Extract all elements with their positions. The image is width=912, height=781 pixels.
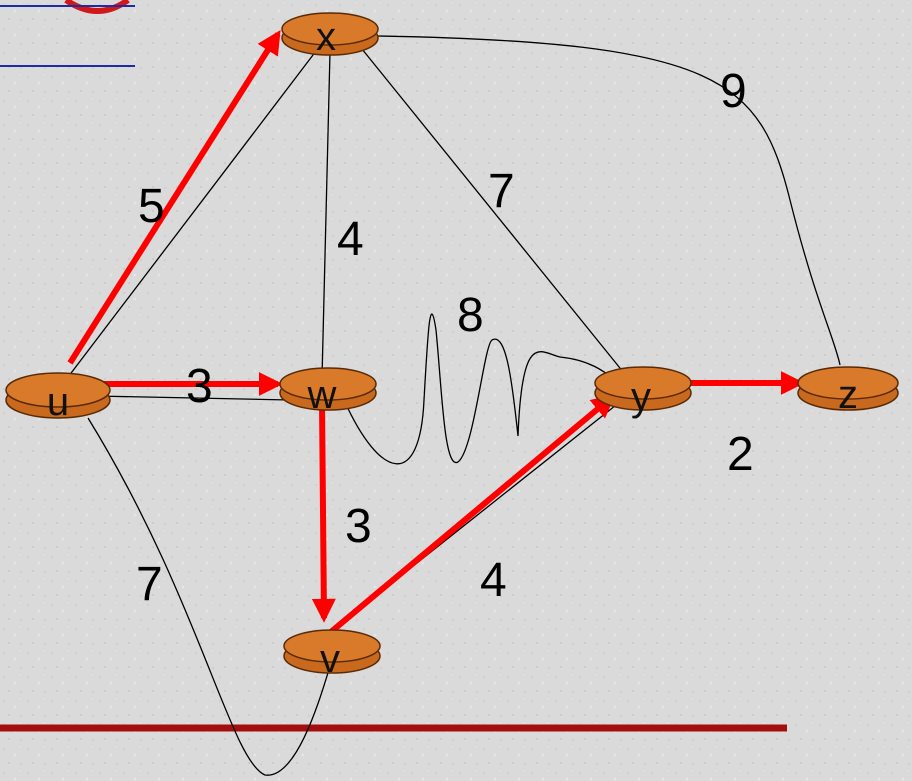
edge-u-x — [61, 29, 333, 386]
node-label-u: u — [47, 380, 69, 424]
weight-w-y: 8 — [457, 289, 484, 342]
tree-edge-w-v — [311, 401, 336, 623]
red-circle-decoration — [64, 0, 130, 14]
tree-edges — [67, 29, 805, 639]
edge-u-v — [87, 417, 333, 776]
weight-v-y: 4 — [480, 554, 507, 607]
edge-x-z — [377, 35, 841, 366]
tree-edge-v-y — [324, 393, 616, 639]
router-v: v — [283, 629, 381, 681]
weight-u-v: 7 — [136, 558, 163, 611]
edge-w-y — [343, 313, 616, 465]
node-label-y: y — [631, 375, 651, 419]
node-label-z: z — [838, 373, 858, 417]
edge-u-w — [94, 395, 291, 401]
edge-x-y — [344, 27, 629, 379]
router-w: w — [279, 367, 377, 417]
node-label-v: v — [320, 637, 340, 681]
weight-y-z: 2 — [727, 428, 754, 481]
node-label-w: w — [307, 373, 337, 417]
router-z: z — [797, 366, 899, 417]
router-x: x — [281, 12, 379, 59]
node-label-x: x — [316, 15, 336, 59]
edge-x-w — [321, 51, 331, 379]
router-y: y — [594, 366, 692, 419]
tree-edge-u-x — [67, 29, 281, 365]
weight-x-z: 9 — [720, 65, 747, 118]
weight-u-w: 3 — [186, 360, 213, 413]
weight-w-v: 3 — [345, 500, 372, 553]
weight-u-x: 5 — [138, 180, 165, 233]
router-u: u — [5, 372, 111, 424]
edge-weights: 5 3 7 4 7 9 8 3 4 2 — [136, 65, 754, 611]
weight-x-w: 4 — [337, 213, 364, 266]
weight-x-y: 7 — [488, 165, 515, 218]
